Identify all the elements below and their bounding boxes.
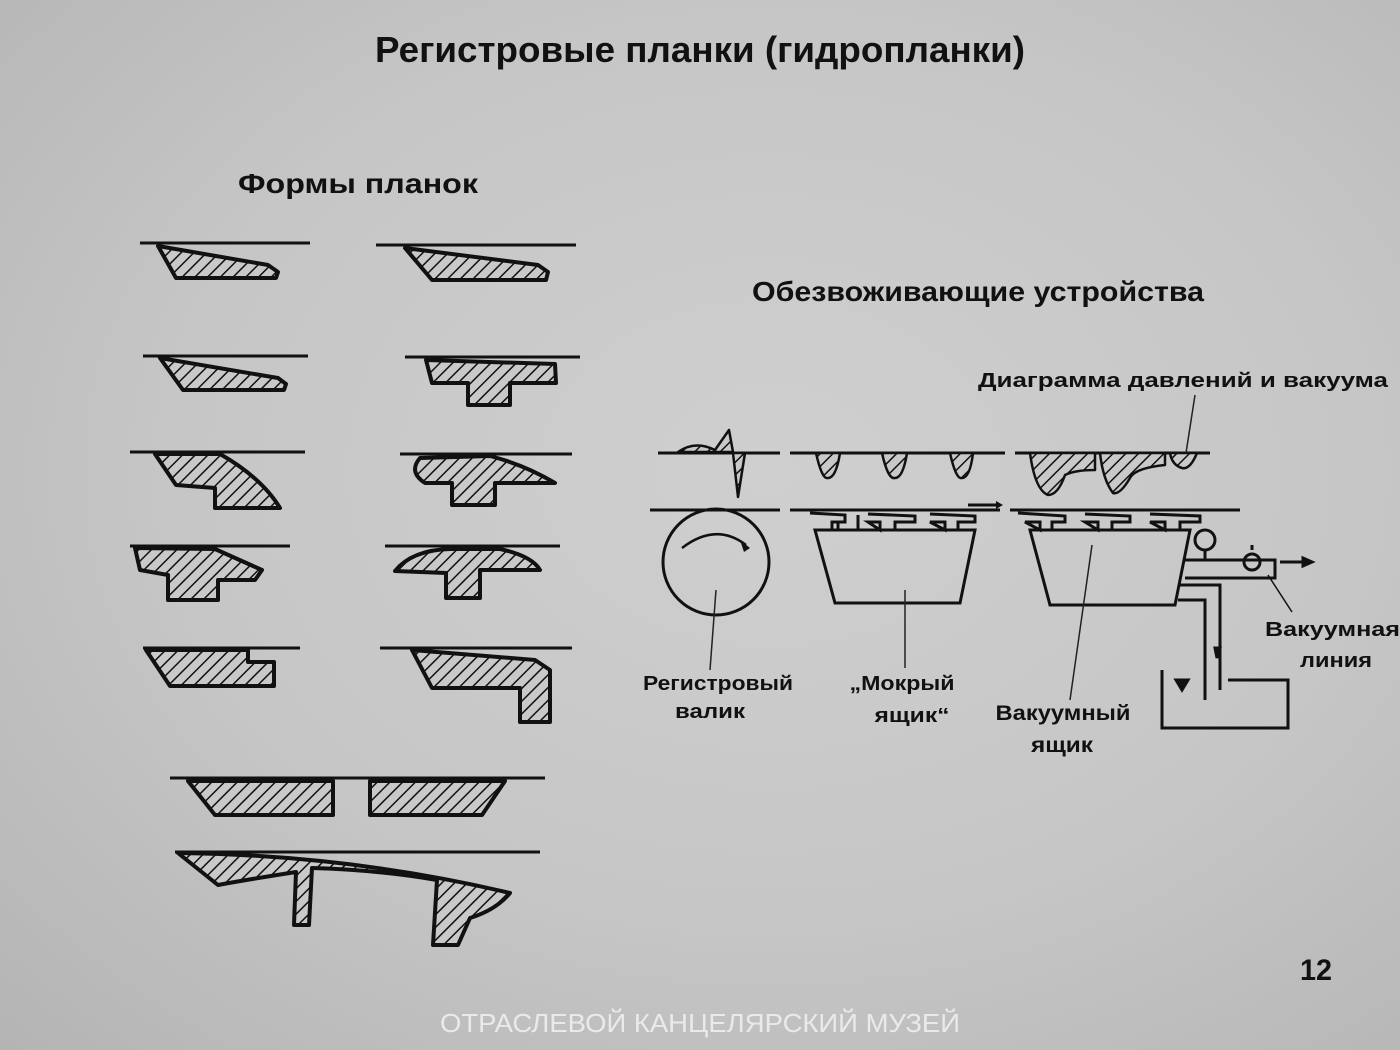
vacuum-piping bbox=[1160, 528, 1316, 730]
foil-3 bbox=[143, 354, 308, 392]
label-wet-box-2: ящик“ bbox=[873, 705, 949, 727]
foil-1 bbox=[140, 241, 310, 280]
foil-shapes bbox=[130, 241, 580, 947]
label-vacuum-box-1: Вакуумный bbox=[996, 702, 1131, 725]
label-pressure-diagram: Диаграмма давлений и вакуума bbox=[978, 370, 1389, 392]
register-roll bbox=[661, 507, 771, 671]
foil-7 bbox=[130, 544, 290, 602]
dewatering-diagram bbox=[650, 394, 1316, 730]
vacuum-box bbox=[1017, 511, 1202, 701]
page-number: 12 bbox=[1300, 954, 1332, 987]
pressure-vacuum-diagram bbox=[658, 394, 1210, 499]
gauge-icon bbox=[1193, 528, 1217, 552]
section-heading-forms: Формы планок bbox=[238, 168, 479, 199]
watermark: ОТРАСЛЕВОЙ КАНЦЕЛЯРСКИЙ МУЗЕЙ bbox=[440, 1008, 960, 1038]
valve-icon bbox=[1242, 552, 1262, 572]
section-heading-dewatering: Обезвоживающие устройства bbox=[752, 276, 1204, 307]
foil-10 bbox=[380, 646, 572, 724]
label-vacuum-box-2: ящик bbox=[1030, 734, 1094, 757]
label-vacuum-line-2: линия bbox=[1300, 650, 1372, 672]
foil-9 bbox=[143, 646, 300, 688]
foil-4 bbox=[405, 355, 580, 407]
foil-2 bbox=[376, 243, 576, 282]
foil-5 bbox=[130, 450, 305, 510]
label-wet-box-1: „Мокрый bbox=[850, 673, 955, 695]
wet-box bbox=[809, 511, 977, 668]
foil-11 bbox=[170, 776, 545, 817]
foil-12 bbox=[175, 850, 540, 947]
label-register-roll-2: валик bbox=[675, 701, 746, 723]
foil-8 bbox=[385, 544, 560, 600]
foil-6 bbox=[400, 452, 572, 507]
label-vacuum-line-1: Вакуумная bbox=[1265, 619, 1400, 641]
slide-title: Регистровые планки (гидропланки) bbox=[375, 29, 1025, 70]
label-register-roll-1: Регистровый bbox=[643, 673, 793, 695]
